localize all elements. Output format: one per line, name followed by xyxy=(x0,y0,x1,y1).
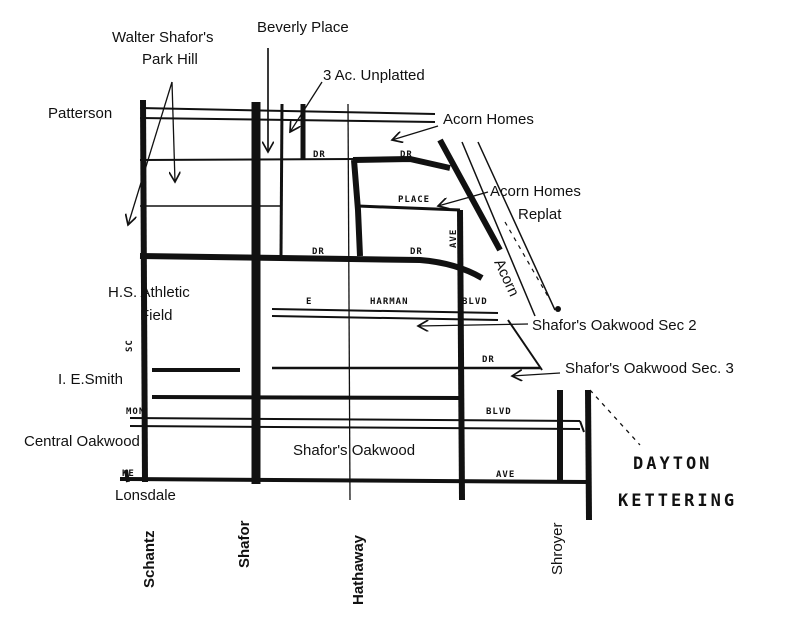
central-oakwood-label: Central Oakwood xyxy=(24,433,140,450)
central-oakwood-blvd-road xyxy=(129,417,585,433)
road-mark-dr-5: DR xyxy=(482,355,495,365)
street-dr-upper xyxy=(139,158,356,161)
acorn-road-line-3 xyxy=(477,141,556,311)
shafors-oakwood-label: Shafor's Oakwood xyxy=(293,442,415,459)
shroyer-street-label: Shroyer xyxy=(549,522,566,575)
walter-shafor-label-line1: Walter Shafor's xyxy=(112,29,214,46)
walter-shafor-pointer-1 xyxy=(128,81,173,225)
unplatted-label: 3 Ac. Unplatted xyxy=(323,67,425,84)
hs-athletic-label-line1: H.S. Athletic xyxy=(108,284,190,301)
walter-shafor-pointer-2 xyxy=(172,81,175,182)
hathaway-street-label: Hathaway xyxy=(350,534,367,605)
street-v-282 xyxy=(279,103,284,257)
beverly-place-label: Beverly Place xyxy=(257,19,349,36)
hs-athletic-label-line2: Field xyxy=(140,307,173,324)
lower-left-stub xyxy=(124,469,130,483)
acorn-replat-pointer xyxy=(438,191,489,206)
road-mark-dr-3: DR xyxy=(312,247,325,257)
road-mark-ke: KE xyxy=(122,469,135,479)
unplatted-pointer xyxy=(290,81,323,132)
acorn-homes-pointer xyxy=(392,125,439,140)
patterson-label: Patterson xyxy=(48,105,112,122)
schantz-road xyxy=(140,99,148,483)
shafors-oakwood-sec3-label: Shafor's Oakwood Sec. 3 xyxy=(565,360,734,377)
road-mark-dr-4: DR xyxy=(410,247,423,257)
road-mark-sc: SC xyxy=(125,339,135,352)
acorn-lower-diag xyxy=(507,319,543,371)
road-mark-e: E xyxy=(306,297,312,307)
street-dr-thick xyxy=(352,155,451,171)
acorn-homes-replat-label-line1: Acorn Homes xyxy=(490,183,581,200)
dayton-label: DAYTON xyxy=(633,454,712,474)
sec2-pointer xyxy=(418,324,529,326)
shafor-street-label: Shafor xyxy=(236,520,253,568)
lonsdale-ave-road xyxy=(119,477,589,484)
schantz-street-label: Schantz xyxy=(141,530,158,588)
acorn-road-label: Acorn xyxy=(490,257,522,300)
ie-smith-label: I. E.Smith xyxy=(58,371,123,388)
road-mark-blvd-2: BLVD xyxy=(486,407,512,417)
street-mid xyxy=(151,395,461,400)
harman-blvd-road xyxy=(271,308,499,321)
hathaway-road xyxy=(347,103,351,501)
road-mark-dr-2: DR xyxy=(400,150,413,160)
sec3-pointer xyxy=(512,373,561,376)
street-v-355 xyxy=(351,159,363,257)
shroyer-extension xyxy=(585,389,592,521)
street-place xyxy=(357,204,461,212)
lonsdale-label: Lonsdale xyxy=(115,487,176,504)
road-mark-place: PLACE xyxy=(398,195,430,205)
patterson-road xyxy=(139,107,436,123)
acorn-road-line-1 xyxy=(437,138,503,252)
road-mark-dr-1: DR xyxy=(313,150,326,160)
boundary-dash xyxy=(589,389,641,446)
road-mark-harman: HARMAN xyxy=(370,297,409,307)
street-dr-middle xyxy=(139,253,484,281)
shafors-oakwood-sec2-label: Shafor's Oakwood Sec 2 xyxy=(532,317,697,334)
walter-shafor-label-line2: Park Hill xyxy=(142,51,198,68)
road-mark-mon: MON xyxy=(126,407,145,417)
road-mark-blvd-1: BLVD xyxy=(462,297,488,307)
ave-road xyxy=(457,209,465,501)
boundary-dash-2 xyxy=(504,221,551,301)
acorn-homes-label: Acorn Homes xyxy=(443,111,534,128)
acorn-road-line-2 xyxy=(461,141,536,317)
acorn-end-dot xyxy=(555,306,561,312)
kettering-label: KETTERING xyxy=(618,491,737,511)
road-mark-ave-2: AVE xyxy=(496,470,515,480)
acorn-homes-replat-label-line2: Replat xyxy=(518,206,562,223)
road-mark-ave-1: AVE xyxy=(449,229,459,248)
